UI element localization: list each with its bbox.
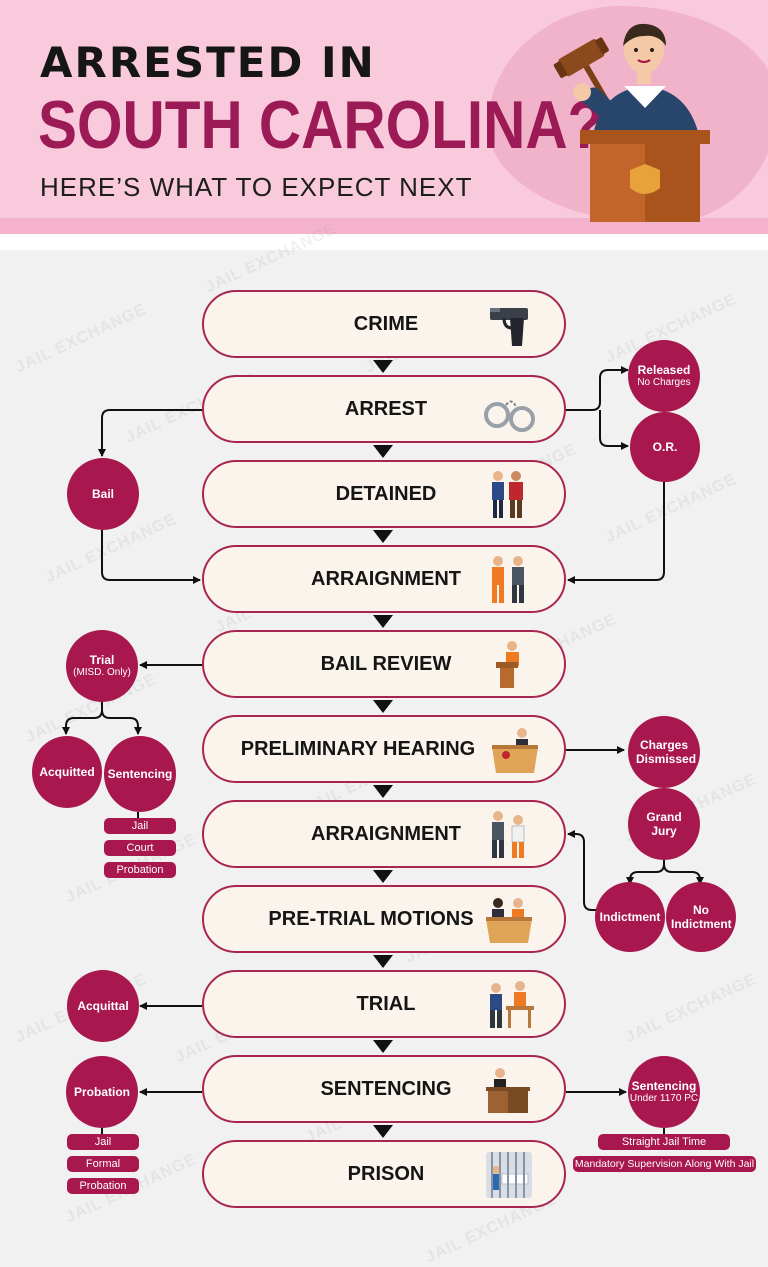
step-arraignment-2: ARRAIGNMENT: [202, 800, 566, 868]
escorted-prisoner-icon: [492, 556, 524, 603]
step-arrest: ARREST: [202, 375, 566, 443]
node-subtitle: No Charges: [637, 377, 691, 388]
node-title: Acquittal: [77, 999, 129, 1013]
node-title: O.R.: [652, 440, 678, 454]
handgun-icon: [490, 308, 528, 346]
node-title: Trial: [89, 653, 115, 667]
node-title: No Indictment: [671, 903, 732, 931]
node-trial-misd: Trial (MISD. Only): [66, 630, 138, 702]
pill-probation: Probation: [67, 1178, 139, 1194]
step-pre-trial-motions: PRE-TRIAL MOTIONS: [202, 885, 566, 953]
step-prison: PRISON: [202, 1140, 566, 1208]
header-banner: ARRESTED IN SOUTH CAROLINA? HERE’S WHAT …: [0, 0, 768, 234]
node-title: Sentencing: [107, 767, 173, 781]
step-label: DETAINED: [335, 483, 437, 505]
node-acquittal: Acquittal: [67, 970, 139, 1042]
pill-probation: Probation: [104, 862, 176, 878]
pill-formal: Formal: [67, 1156, 139, 1172]
step-label: ARRAIGNMENT: [311, 568, 461, 590]
handcuffs-icon: [484, 400, 535, 432]
officer-with-detainee-icon: [492, 471, 523, 518]
judge-bench-icon: [486, 1068, 530, 1113]
judge-desk-icon: [492, 728, 538, 773]
step-trial: TRIAL: [202, 970, 566, 1038]
officer-and-prisoner-icon: [492, 811, 525, 858]
node-probation: Probation: [66, 1056, 138, 1128]
step-detained: DETAINED: [202, 460, 566, 528]
pill-court: Court: [104, 840, 176, 856]
title-line-2: SOUTH CAROLINA?: [38, 87, 604, 163]
step-arraignment-1: ARRAIGNMENT: [202, 545, 566, 613]
step-label: BAIL REVIEW: [320, 653, 452, 675]
header-stripe: [0, 218, 768, 234]
node-title: Probation: [74, 1085, 130, 1099]
courtroom-desk-icon: [486, 898, 532, 943]
step-label: PRE-TRIAL MOTIONS: [268, 908, 474, 930]
node-title: Grand Jury: [646, 810, 682, 838]
node-title: Released: [637, 363, 691, 377]
pill-jail: Jail: [67, 1134, 139, 1150]
header-divider: [0, 234, 768, 250]
node-title: Indictment: [599, 910, 661, 924]
node-grand-jury: Grand Jury: [628, 788, 700, 860]
subtitle: HERE’S WHAT TO EXPECT NEXT: [40, 172, 473, 202]
node-no-indictment: No Indictment: [666, 882, 736, 952]
node-sentencing-1170: Sentencing Under 1170 PC: [628, 1056, 700, 1128]
step-crime: CRIME: [202, 290, 566, 358]
step-sentencing: SENTENCING: [202, 1055, 566, 1123]
pill-mandatory-supervision: Mandatory Supervision Along With Jail: [573, 1156, 756, 1172]
step-label: CRIME: [353, 313, 419, 335]
prison-cell-icon: [486, 1152, 532, 1198]
judge-illustration-icon: [553, 23, 710, 222]
node-title: Charges Dismissed: [636, 738, 697, 766]
pill-jail: Jail: [104, 818, 176, 834]
node-subtitle: (MISD. Only): [73, 667, 131, 678]
step-label: PRISON: [347, 1163, 425, 1185]
node-acquitted: Acquitted: [32, 736, 102, 808]
trial-table-icon: [490, 981, 534, 1028]
node-indictment: Indictment: [595, 882, 665, 952]
node-or: O.R.: [630, 412, 700, 482]
title-line-1: ARRESTED IN: [40, 38, 376, 87]
node-charges-dismissed: Charges Dismissed: [628, 716, 700, 788]
step-label: PRELIMINARY HEARING: [240, 738, 476, 760]
node-subtitle: Under 1170 PC: [629, 1093, 699, 1104]
node-title: Acquitted: [39, 765, 95, 779]
node-released: Released No Charges: [628, 340, 700, 412]
pill-straight-jail-time: Straight Jail Time: [598, 1134, 730, 1150]
step-label: TRIAL: [356, 993, 416, 1015]
node-bail: Bail: [67, 458, 139, 530]
node-sentencing-misd: Sentencing: [104, 736, 176, 812]
node-title: Bail: [91, 487, 114, 501]
step-bail-review: BAIL REVIEW: [202, 630, 566, 698]
step-preliminary-hearing: PRELIMINARY HEARING: [202, 715, 566, 783]
node-title: Sentencing: [631, 1079, 697, 1093]
step-label: SENTENCING: [320, 1078, 452, 1100]
podium-speaker-icon: [496, 641, 519, 688]
step-label: ARRAIGNMENT: [311, 823, 461, 845]
step-label: ARREST: [344, 398, 428, 420]
